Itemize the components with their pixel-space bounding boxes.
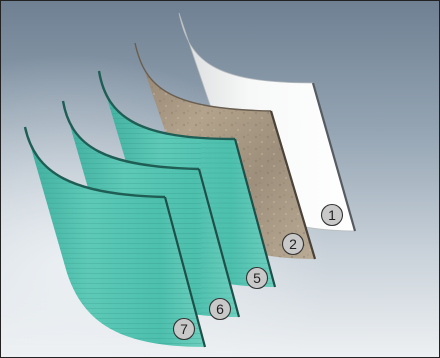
marker-label: 6 — [216, 301, 224, 317]
marker-label: 1 — [328, 207, 336, 223]
marker-layer-1: 1 — [322, 205, 343, 226]
marker-layer-2: 2 — [283, 234, 304, 255]
marker-label: 7 — [180, 321, 188, 337]
marker-label: 2 — [289, 236, 297, 252]
marker-layer-6: 6 — [210, 299, 231, 320]
marker-layer-5: 5 — [247, 268, 268, 289]
marker-label: 5 — [253, 270, 261, 286]
marker-layer-7: 7 — [174, 319, 195, 340]
